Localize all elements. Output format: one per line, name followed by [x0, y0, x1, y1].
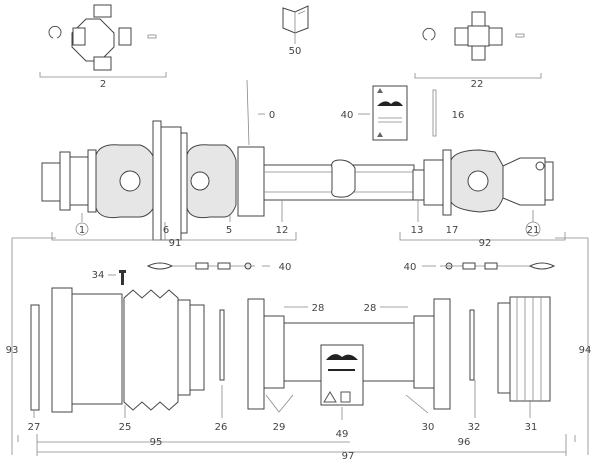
- callout-28-right: 28: [364, 303, 377, 314]
- callout-32: 32: [468, 422, 481, 433]
- callout-26: 26: [215, 422, 228, 433]
- callout-29: 29: [273, 422, 286, 433]
- callout-92: 92: [479, 238, 492, 249]
- guard-cone-right: [469, 296, 551, 402]
- callout-97: 97: [342, 451, 355, 462]
- drive-shaft: [41, 120, 554, 241]
- callout-16: 16: [452, 110, 465, 121]
- screw-icon: [119, 270, 126, 285]
- safety-chain-left: [146, 262, 255, 270]
- callout-13: 13: [411, 225, 424, 236]
- callout-30: 30: [422, 422, 435, 433]
- cross-kit-right: [454, 11, 525, 61]
- callout-22: 22: [471, 79, 484, 90]
- manual-book-icon: [282, 5, 309, 44]
- callout-94: 94: [579, 345, 592, 356]
- callout-28-left: 28: [312, 303, 325, 314]
- callout-91: 91: [169, 238, 182, 249]
- callout-96: 96: [458, 437, 471, 448]
- guard-cone-left: [30, 287, 225, 413]
- callout-40-chain-left: 40: [279, 262, 292, 273]
- callout-40-chain-right: 40: [404, 262, 417, 273]
- callout-49: 49: [336, 429, 349, 440]
- callout-50: 50: [289, 46, 302, 57]
- callout-21: 21: [527, 225, 540, 236]
- safety-chain-right: [440, 262, 556, 270]
- callout-1: 1: [79, 225, 85, 236]
- callout-34: 34: [92, 270, 105, 281]
- warning-decal-guard-icon: [320, 344, 364, 406]
- circlip-right-icon: [422, 27, 436, 41]
- callout-40-label: 40: [341, 110, 354, 121]
- callout-25: 25: [119, 422, 132, 433]
- guard-tube: [247, 298, 451, 410]
- callout-17: 17: [446, 225, 459, 236]
- callout-95: 95: [150, 437, 163, 448]
- warning-decal-icon: [372, 85, 408, 141]
- circlip-left-icon: [48, 25, 62, 39]
- callout-27: 27: [28, 422, 41, 433]
- callout-6: 6: [163, 225, 169, 236]
- callout-31: 31: [525, 422, 538, 433]
- callout-12: 12: [276, 225, 289, 236]
- callout-93: 93: [6, 345, 19, 356]
- cross-kit-left: [71, 4, 157, 71]
- callout-5: 5: [226, 225, 232, 236]
- callout-0: 0: [269, 110, 275, 121]
- callout-2: 2: [100, 79, 106, 90]
